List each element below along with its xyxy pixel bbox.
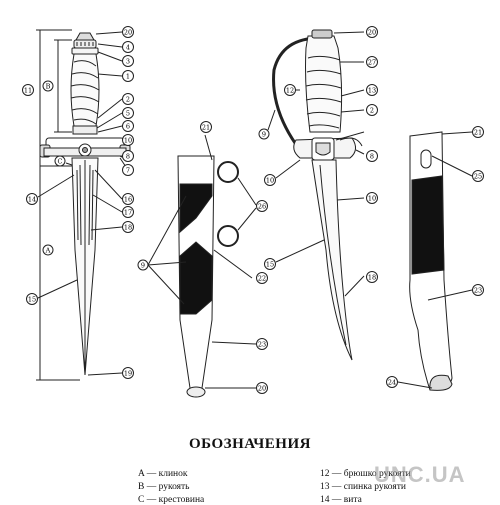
- callout-label: 9: [262, 131, 266, 139]
- callout-2b: 2: [366, 104, 378, 116]
- callout-23a: 23: [256, 338, 268, 350]
- watermark: UNC.UA: [374, 462, 466, 487]
- callout-19: 19: [122, 367, 134, 379]
- callout-17: 17: [122, 206, 134, 218]
- callout-23b: 23: [472, 284, 484, 296]
- callout-label: 27: [368, 59, 376, 67]
- legend-item-13: 13 — спинка рукояти: [320, 482, 406, 492]
- callout-label: 14: [28, 196, 36, 204]
- callout-5: 5: [122, 107, 134, 119]
- legend-heading: ОБОЗНАЧЕНИЯ: [189, 436, 311, 452]
- callout-a: A: [42, 244, 54, 256]
- callout-label: 8: [370, 153, 374, 161]
- callout-18a: 18: [122, 221, 134, 233]
- callout-21a: 21: [200, 121, 212, 133]
- callout-label: 12: [286, 87, 294, 95]
- callout-22: 22: [256, 272, 268, 284]
- callout-label: 6: [126, 123, 130, 131]
- callout-label: 15: [28, 296, 36, 304]
- callout-8b: 8: [366, 150, 378, 162]
- callout-b: B: [42, 80, 54, 92]
- dagger-scabbard-drawing: [147, 134, 257, 398]
- callout-9a: 9: [137, 259, 149, 271]
- callout-9b: 9: [258, 128, 270, 140]
- callout-16: 16: [122, 193, 134, 205]
- callout-20a: 20: [122, 26, 134, 38]
- callout-label: 23: [258, 341, 266, 349]
- callout-14a: 14: [26, 193, 38, 205]
- callout-15b: 15: [264, 258, 276, 270]
- callout-11: 11: [22, 84, 34, 96]
- callout-label: 18: [124, 224, 132, 232]
- callout-label: 10: [266, 177, 274, 185]
- legend-item-12: 12 — брюшко рукояти: [320, 469, 411, 479]
- callout-21b: 21: [472, 126, 484, 138]
- callout-c: C: [54, 155, 66, 167]
- callout-label: 7: [126, 167, 130, 175]
- callout-label: C: [58, 158, 63, 166]
- callout-label: 23: [474, 287, 482, 295]
- callout-18b: 18: [366, 271, 378, 283]
- saber-drawing: [267, 29, 365, 361]
- callout-10a: 10: [122, 134, 134, 146]
- legend-item-c: C — крестовина: [138, 495, 205, 505]
- callout-27: 27: [366, 56, 378, 68]
- callout-3: 3: [122, 55, 134, 67]
- callout-label: 8: [126, 153, 130, 161]
- callout-label: 25: [474, 173, 482, 181]
- callout-label: 13: [368, 87, 376, 95]
- callout-label: A: [45, 247, 51, 255]
- callout-label: 5: [126, 110, 130, 118]
- callout-label: 24: [388, 379, 396, 387]
- callout-2a: 2: [122, 93, 134, 105]
- dagger-drawing: [36, 29, 131, 381]
- callout-1: 1: [122, 70, 134, 82]
- callout-label: 20: [258, 385, 266, 393]
- callout-label: 11: [24, 87, 32, 95]
- callout-label: 19: [124, 370, 132, 378]
- callout-label: 9: [141, 262, 145, 270]
- callout-10b: 10: [264, 174, 276, 186]
- callout-12: 12: [284, 84, 296, 96]
- callout-label: 22: [258, 275, 266, 283]
- callout-7: 7: [122, 164, 134, 176]
- callout-label: 21: [474, 129, 482, 137]
- callout-label: 4: [126, 44, 130, 52]
- callout-label: 16: [124, 196, 132, 204]
- callout-label: 3: [126, 58, 130, 66]
- callout-6: 6: [122, 120, 134, 132]
- callout-label: 17: [124, 209, 132, 217]
- callout-label: 10: [124, 137, 132, 145]
- legend-item-b: B — рукоять: [138, 482, 190, 492]
- callout-label: 2: [370, 107, 374, 115]
- callout-20c: 20: [366, 26, 378, 38]
- callout-24: 24: [386, 376, 398, 388]
- saber-scabbard-drawing: [397, 131, 473, 391]
- legend-item-14: 14 — вита: [320, 495, 362, 505]
- callout-26: 26: [256, 200, 268, 212]
- callout-4: 4: [122, 41, 134, 53]
- callouts: 20 4 3 1 2 5 6 10 8 7 16 17 18 19 11 14 …: [22, 26, 484, 394]
- callout-label: 26: [258, 203, 266, 211]
- callout-13: 13: [366, 84, 378, 96]
- callout-label: 10: [368, 195, 376, 203]
- callout-10c: 10: [366, 192, 378, 204]
- callout-label: B: [46, 83, 51, 91]
- callout-15a: 15: [26, 293, 38, 305]
- callout-label: 15: [266, 261, 274, 269]
- callout-20b: 20: [256, 382, 268, 394]
- legend-item-a: A — клинок: [138, 469, 188, 479]
- callout-label: 2: [126, 96, 130, 104]
- callout-label: 21: [202, 124, 210, 132]
- callout-label: 18: [368, 274, 376, 282]
- callout-8a: 8: [122, 150, 134, 162]
- callout-label: 20: [124, 29, 132, 37]
- callout-label: 20: [368, 29, 376, 37]
- callout-label: 1: [126, 73, 130, 81]
- callout-25: 25: [472, 170, 484, 182]
